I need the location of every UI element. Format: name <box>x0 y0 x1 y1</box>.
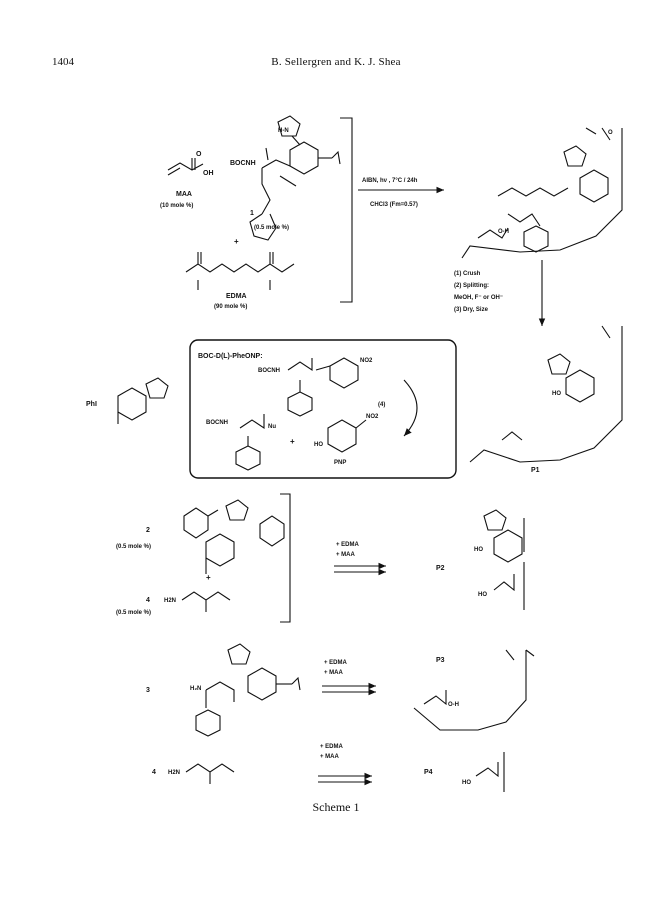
step-2b: MeOH, F⁻ or OH⁻ <box>454 295 503 301</box>
running-head: B. Sellergren and K. J. Shea <box>271 56 401 68</box>
compound-3-number: 3 <box>146 687 150 694</box>
phi-label: PhI <box>86 401 97 408</box>
bocnh-label: BOCNH <box>230 160 256 167</box>
row4-reagent-2: + MAA <box>320 754 340 760</box>
p4-structure <box>475 752 505 792</box>
polymer-o-label: O <box>608 130 613 136</box>
p2-ho-label: HO <box>474 547 483 553</box>
compound-4-amount: (0.5 mole %) <box>116 610 151 616</box>
conditions-2: CHCl3 (Fm=0.57) <box>370 202 418 208</box>
row2-plus: + <box>206 573 211 582</box>
compound-1-amount: (0.5 mole %) <box>254 225 289 231</box>
p1-label: P1 <box>531 467 540 474</box>
reaction-box <box>189 339 457 479</box>
step-3: (3) Dry, Size <box>454 307 489 313</box>
edma-structure <box>185 252 295 290</box>
row2-reagent-2: + MAA <box>336 552 356 558</box>
curved-arrow <box>403 379 418 437</box>
compound-2-structure <box>183 499 285 574</box>
ho-label: HO <box>314 442 323 448</box>
row4-compound-number: 4 <box>152 769 156 776</box>
compound-2-amount: (0.5 mole %) <box>116 544 151 550</box>
p1-ho-label: HO <box>552 391 561 397</box>
row4-h2n: H2N <box>168 770 180 776</box>
nh-label: H-N <box>278 128 289 134</box>
p2-structure <box>483 509 525 610</box>
scheme-caption: Scheme 1 <box>312 800 360 814</box>
step-4-label: (4) <box>378 402 385 408</box>
compound-4-number: 4 <box>146 597 150 604</box>
compound-3-structure <box>195 643 301 737</box>
o-label: O <box>196 151 202 158</box>
maa-structure: OH O <box>167 151 214 177</box>
compound-4-structure <box>181 591 231 612</box>
row4-reagent-1: + EDMA <box>320 744 344 750</box>
p2-acid-label: HO <box>478 592 487 598</box>
p4-label: P4 <box>424 769 433 776</box>
compound-1-number: 1 <box>250 210 254 217</box>
conditions-1: AIBN, hν , 7°C / 24h <box>362 178 418 184</box>
reactant-bracket <box>340 117 353 303</box>
p4-acid-label: HO <box>462 780 471 786</box>
row2-bracket <box>280 493 291 623</box>
p1-structure <box>469 325 623 463</box>
imprinted-polymer-structure <box>461 127 623 259</box>
pnp-label: PNP <box>334 460 346 466</box>
pnp-structure <box>327 419 367 453</box>
compound-1-structure <box>249 115 341 241</box>
phi-structure <box>117 377 169 424</box>
p3-acid-label: O-H <box>448 702 459 708</box>
oh-label: OH <box>203 170 214 177</box>
box-plus: + <box>290 437 295 446</box>
maa-amount: (10 mole %) <box>160 203 193 209</box>
bocnh-a: BOCNH <box>258 368 280 374</box>
row4-compound-structure <box>185 763 235 784</box>
page-number: 1404 <box>52 56 74 68</box>
box-amide-structure <box>235 414 265 471</box>
nu-label: Nu <box>268 424 276 430</box>
maa-label: MAA <box>176 191 192 198</box>
polymer-h-label: O-H <box>498 229 509 235</box>
p3-structure <box>413 649 535 731</box>
bocnh-b: BOCNH <box>206 420 228 426</box>
plus-sign: + <box>234 237 239 246</box>
h2n-label: H2N <box>164 598 176 604</box>
edma-label: EDMA <box>226 293 247 300</box>
row2-reagent-1: + EDMA <box>336 542 360 548</box>
no2-a: NO2 <box>360 358 373 364</box>
row3-reagent-2: + MAA <box>324 670 344 676</box>
no2-b: NO2 <box>366 414 379 420</box>
step-1: (1) Crush <box>454 271 481 277</box>
box-ester-structure <box>287 357 359 417</box>
step-2: (2) Splitting: <box>454 283 489 289</box>
p3-label: P3 <box>436 657 445 664</box>
compound-3-nh2: H₂N <box>190 686 201 692</box>
box-title: BOC-D(L)-PheONP: <box>198 353 263 360</box>
compound-2-number: 2 <box>146 527 150 534</box>
p2-label: P2 <box>436 565 445 572</box>
row3-reagent-1: + EDMA <box>324 660 348 666</box>
edma-amount: (90 mole %) <box>214 304 247 310</box>
